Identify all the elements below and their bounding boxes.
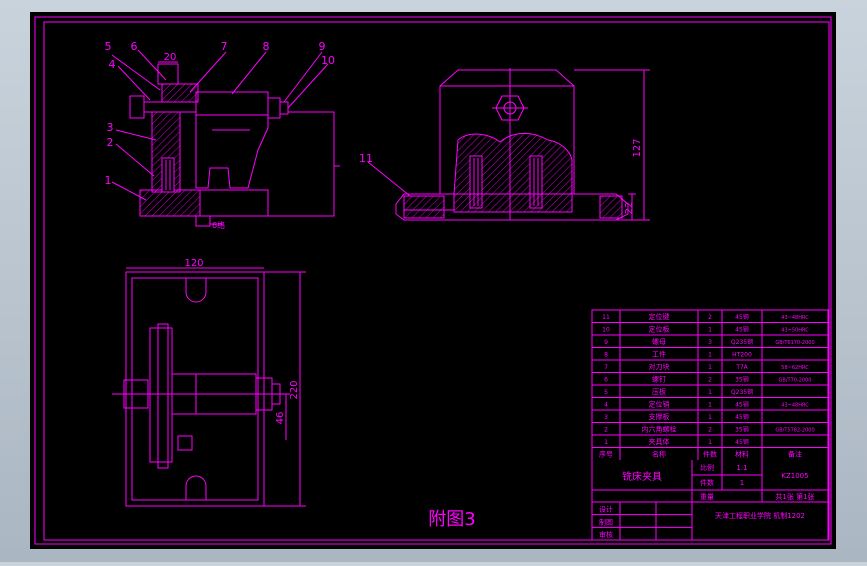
bom-name: 螺母: [652, 337, 666, 346]
bom-name: 工件: [652, 350, 666, 359]
dim-front-top: 20: [164, 52, 177, 63]
bom-no: 9: [604, 339, 608, 346]
balloon-10: 10: [321, 54, 335, 67]
title-weight-label: 重量: [700, 493, 714, 501]
bom-header-note: 备注: [788, 450, 802, 459]
bom-header-material: 材料: [735, 450, 749, 459]
bom-qty: 2: [708, 427, 712, 434]
bom-qty: 3: [708, 339, 712, 346]
bom-material: 45钢: [735, 438, 749, 446]
title-school: 天津工程职业学院 机制1202: [715, 511, 805, 520]
balloon-5: 5: [105, 40, 112, 53]
title-sign-0: 设计: [599, 505, 613, 514]
bom-material: 45钢: [735, 401, 749, 409]
dim-plan-length: 220: [289, 380, 300, 399]
bom-qty: 2: [708, 314, 712, 321]
bom-note: GB/T70-2000: [779, 378, 812, 384]
bom-material: T7A: [735, 364, 748, 371]
balloon-4: 4: [109, 58, 116, 71]
bom-qty: 1: [708, 414, 712, 421]
title-name: 铣床夹具: [622, 470, 662, 483]
bom-header-name: 名称: [652, 450, 666, 459]
bom-table-frame: [591, 309, 829, 541]
bom-name: 对刀块: [649, 362, 670, 371]
front-view: [111, 49, 340, 227]
bom-qty: 1: [708, 327, 712, 334]
inner-border: [43, 21, 830, 541]
bom-note: GB/T6170-2000: [775, 340, 814, 346]
balloon-1: 1: [105, 174, 112, 187]
bom-header-qty: 件数: [703, 450, 717, 459]
dim-plan-width: 120: [184, 258, 203, 269]
bom-qty: 1: [708, 352, 712, 359]
bom-no: 4: [604, 402, 608, 409]
balloon-7: 7: [221, 40, 228, 53]
bom-material: 45钢: [735, 413, 749, 421]
balloon-11: 11: [359, 152, 373, 165]
title-drawing-no: KZ1005: [781, 472, 808, 480]
title-count-label: 件数: [700, 478, 714, 487]
viewport-background: [30, 12, 836, 549]
bom-name: 支撑板: [649, 412, 670, 421]
bom-note: GB/T5782-2000: [775, 428, 814, 434]
balloon-2: 2: [107, 136, 114, 149]
bom-material: Q235钢: [731, 338, 753, 346]
bom-note: 43~48HRC: [781, 315, 809, 321]
bom-name: 螺钉: [652, 375, 666, 384]
bom-qty: 1: [708, 389, 712, 396]
title-sign-2: 审核: [599, 530, 613, 539]
outer-border: [34, 16, 832, 545]
bom-no: 3: [604, 414, 608, 421]
bom-note: 43~48HRC: [781, 403, 809, 409]
bom-name: 定位板: [649, 325, 670, 334]
bom-qty: 1: [708, 439, 712, 446]
balloon-8: 8: [263, 40, 270, 53]
dim-side-height: 127: [632, 138, 643, 157]
dim-side-base: 22: [624, 202, 635, 215]
bom-material: 45钢: [735, 313, 749, 321]
bom-no: 5: [604, 389, 608, 396]
bom-qty: 2: [708, 377, 712, 384]
dim-note: 6络: [212, 220, 225, 230]
bom-no: 7: [604, 364, 608, 371]
title-scale: 1:1: [736, 464, 747, 472]
title-sign-1: 制图: [599, 517, 613, 526]
bom-note: 58~62HRC: [781, 365, 809, 371]
bom-name: 夹具体: [649, 437, 670, 446]
bom-no: 10: [602, 327, 610, 334]
bom-no: 2: [604, 427, 608, 434]
balloon-6: 6: [131, 40, 138, 53]
bom-material: Q235钢: [731, 388, 753, 396]
plan-view: [112, 267, 306, 507]
bom-note: 43~50HRC: [781, 328, 809, 334]
bom-no: 11: [602, 314, 610, 321]
bom-material: 35钢: [735, 376, 749, 384]
bom-material: 45钢: [735, 326, 749, 334]
title-count: 1: [740, 479, 744, 487]
bom-name: 内六角螺栓: [642, 425, 677, 434]
bom-qty: 1: [708, 364, 712, 371]
bom-material: 35钢: [735, 426, 749, 434]
bom-name: 定位键: [649, 312, 670, 321]
title-sheet: 共1张 第1张: [775, 492, 814, 501]
bom-name: 压板: [652, 387, 666, 396]
bom-no: 8: [604, 352, 608, 359]
bom-no: 1: [604, 439, 608, 446]
balloon-3: 3: [107, 121, 114, 134]
bom-header-no: 序号: [599, 450, 613, 459]
bom-no: 6: [604, 377, 608, 384]
bom-material: HT200: [732, 352, 752, 359]
bom-qty: 1: [708, 402, 712, 409]
title-scale-label: 比例: [700, 463, 714, 472]
dim-plan-offset: 46: [275, 412, 286, 425]
side-view: [367, 68, 650, 221]
drawing-title: 附图3: [428, 509, 475, 530]
balloon-9: 9: [319, 40, 326, 53]
bom-name: 定位销: [649, 400, 670, 409]
